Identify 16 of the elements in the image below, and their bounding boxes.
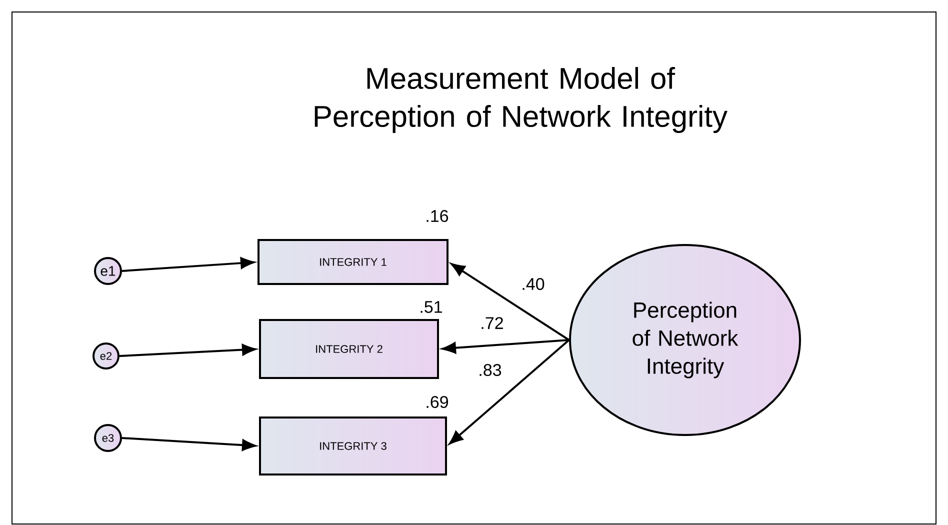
arrow — [122, 437, 256, 451]
correlation-value: .16 — [426, 210, 448, 222]
loading-value: .40 — [520, 276, 546, 292]
arrow — [442, 339, 570, 354]
correlation-value: .69 — [426, 396, 448, 408]
loading-value: .83 — [477, 363, 503, 378]
variable-box: INTEGRITY 2 — [259, 319, 439, 379]
correlation-value: .51 — [420, 301, 442, 313]
variable-box: INTEGRITY 1 — [258, 239, 448, 285]
loading-value: .72 — [479, 316, 505, 330]
variable-box: INTEGRITY 3 — [259, 416, 447, 476]
arrow — [449, 339, 570, 444]
arrow — [450, 263, 570, 341]
arrow — [119, 344, 256, 357]
arrow — [122, 257, 254, 272]
title: Measurement Model of Perception of Network Integrity — [314, 67, 728, 133]
